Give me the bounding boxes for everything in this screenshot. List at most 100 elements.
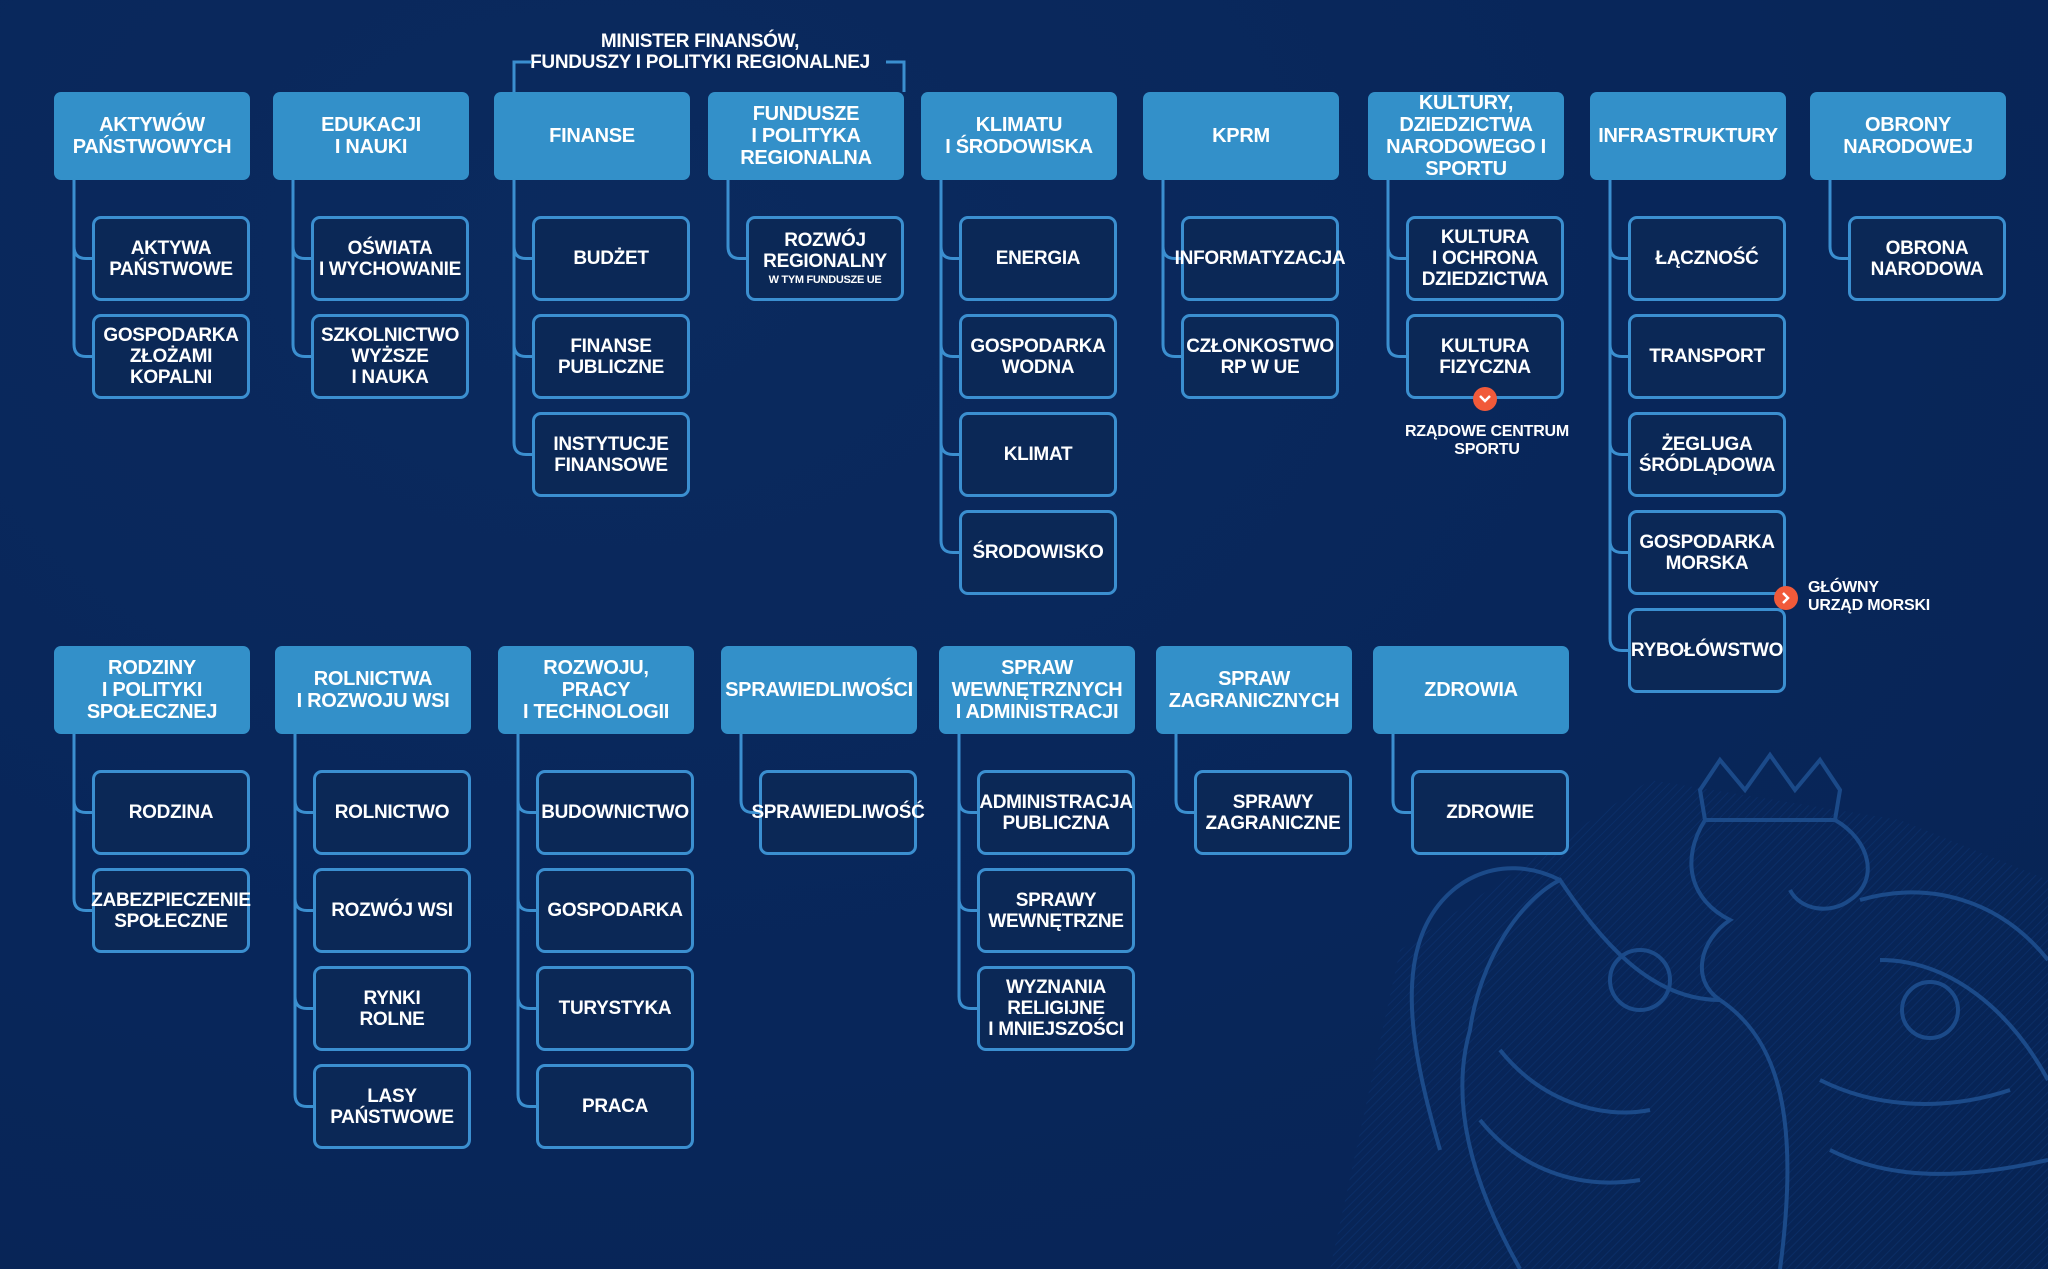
ministry-header: OBRONY NARODOWEJ [1810, 92, 2006, 180]
connector-line [293, 800, 313, 814]
connector-line [512, 60, 532, 92]
area-label: SPRAWIEDLIWOŚĆ [751, 802, 925, 823]
area-label: WYZNANIA RELIGIJNE I MNIEJSZOŚCI [988, 977, 1124, 1040]
connector-line [939, 540, 959, 554]
area-box: PRACA [536, 1064, 694, 1149]
connector-line [939, 344, 959, 358]
area-box: RODZINA [92, 770, 250, 855]
area-box: ZABEZPIECZENIE SPOŁECZNE [91, 868, 251, 953]
ministry-header: SPRAW ZAGRANICZNYCH [1156, 646, 1352, 734]
connector-line [291, 246, 311, 260]
connector-line [1608, 638, 1628, 652]
connector-line [72, 344, 92, 358]
area-label: ADMINISTRACJA PUBLICZNA [979, 791, 1133, 834]
connector-line [516, 996, 536, 1010]
connector-line [293, 996, 313, 1010]
area-box: KLIMAT [959, 412, 1117, 497]
area-box: ŻEGLUGA ŚRÓDLĄDOWA [1628, 412, 1786, 497]
connector-line [1608, 442, 1628, 456]
area-label: RODZINA [128, 802, 214, 823]
area-box: ŚRODOWISKO [959, 510, 1117, 595]
area-label: ŚRODOWISKO [972, 542, 1104, 563]
area-box: SPRAWIEDLIWOŚĆ [751, 770, 925, 855]
area-label: INFORMATYZACJA [1174, 248, 1346, 269]
area-label: ROZWÓJ WSI [331, 900, 453, 921]
connector-line [1386, 344, 1406, 358]
area-label: TRANSPORT [1649, 346, 1765, 367]
ministry-header: AKTYWÓW PAŃSTWOWYCH [54, 92, 250, 180]
connector-line [1391, 800, 1411, 814]
connector-line [293, 1094, 313, 1108]
ministry-header: ROLNICTWA I ROZWOJU WSI [275, 646, 471, 734]
connector-line [72, 800, 92, 814]
area-box: ADMINISTRACJA PUBLICZNA [977, 770, 1135, 855]
connector-line [72, 246, 92, 260]
area-box: KULTURA FIZYCZNA [1406, 314, 1564, 399]
area-label: KLIMAT [1003, 444, 1073, 465]
connector-line [1608, 344, 1628, 358]
ministry-header: KPRM [1143, 92, 1339, 180]
area-label: CZŁONKOSTWO RP W UE [1186, 335, 1334, 378]
area-label: SZKOLNICTWO WYŻSZE I NAUKA [320, 325, 460, 388]
connector-line [516, 898, 536, 912]
area-label: ZABEZPIECZENIE SPOŁECZNE [91, 889, 251, 932]
connector-line [516, 800, 536, 814]
area-box: GOSPODARKA WODNA [959, 314, 1117, 399]
area-label: BUDŻET [573, 248, 649, 269]
area-box: SPRAWY WEWNĘTRZNE [977, 868, 1135, 953]
ministry-header: ZDROWIA [1373, 646, 1569, 734]
ministry-header: KULTURY, DZIEDZICTWA NARODOWEGO I SPORTU [1368, 92, 1564, 180]
connector-line [293, 898, 313, 912]
connector-line [726, 246, 746, 260]
connector-line [291, 344, 311, 358]
area-box: ZDROWIE [1411, 770, 1569, 855]
area-box: ŁĄCZNOŚĆ [1628, 216, 1786, 301]
ministry-header: ROZWOJU, PRACY I TECHNOLOGII [498, 646, 694, 734]
ministry-header: RODZINY I POLITYKI SPOŁECZNEJ [54, 646, 250, 734]
area-box: RYNKI ROLNE [313, 966, 471, 1051]
area-box: TURYSTYKA [536, 966, 694, 1051]
area-label: TURYSTYKA [558, 998, 672, 1019]
ministry-header: FINANSE [494, 92, 690, 180]
area-label: BUDOWNICTWO [541, 802, 689, 823]
ministry-header: FUNDUSZE I POLITYKA REGIONALNA [708, 92, 904, 180]
connector-line [512, 344, 532, 358]
area-label: ZDROWIE [1446, 802, 1534, 823]
area-label: OBRONA NARODOWA [1870, 237, 1984, 280]
ministry-header: KLIMATU I ŚRODOWISKA [921, 92, 1117, 180]
connector-line [739, 800, 759, 814]
area-label: ŻEGLUGA ŚRÓDLĄDOWA [1638, 433, 1776, 476]
note-maritime-office: GŁÓWNY URZĄD MORSKI [1808, 579, 1931, 614]
ministry-header: EDUKACJI I NAUKI [273, 92, 469, 180]
ministry-header: INFRASTRUKTURY [1590, 92, 1786, 180]
area-box: GOSPODARKA [536, 868, 694, 953]
area-box: BUDOWNICTWO [536, 770, 694, 855]
ministry-header: SPRAWIEDLIWOŚCI [721, 646, 917, 734]
area-label: INSTYTUCJE FINANSOWE [553, 433, 669, 476]
connector-line [512, 246, 532, 260]
area-sublabel: W TYM FUNDUSZE UE [768, 274, 882, 286]
area-label: ENERGIA [995, 248, 1081, 269]
area-box: INSTYTUCJE FINANSOWE [532, 412, 690, 497]
area-box: INFORMATYZACJA [1175, 216, 1346, 301]
area-label: ROZWÓJ REGIONALNY [763, 230, 887, 272]
chevron-down-icon [1473, 387, 1497, 411]
area-label: ROLNICTWO [334, 802, 450, 823]
area-box: ENERGIA [959, 216, 1117, 301]
area-box: SZKOLNICTWO WYŻSZE I NAUKA [311, 314, 469, 399]
connector-line [1386, 246, 1406, 260]
connector-line [1174, 800, 1194, 814]
connector-line [957, 996, 977, 1010]
connector-line [512, 442, 532, 456]
connector-line [939, 246, 959, 260]
area-box: RYBOŁÓWSTWO [1628, 608, 1786, 693]
area-box: OBRONA NARODOWA [1848, 216, 2006, 301]
area-label: FINANSE PUBLICZNE [557, 335, 665, 378]
area-label: GOSPODARKA MORSKA [1639, 531, 1775, 574]
connector-line [516, 1094, 536, 1108]
area-box: FINANSE PUBLICZNE [532, 314, 690, 399]
area-label: SPRAWY ZAGRANICZNE [1205, 791, 1341, 834]
area-label: RYBOŁÓWSTWO [1630, 640, 1784, 661]
